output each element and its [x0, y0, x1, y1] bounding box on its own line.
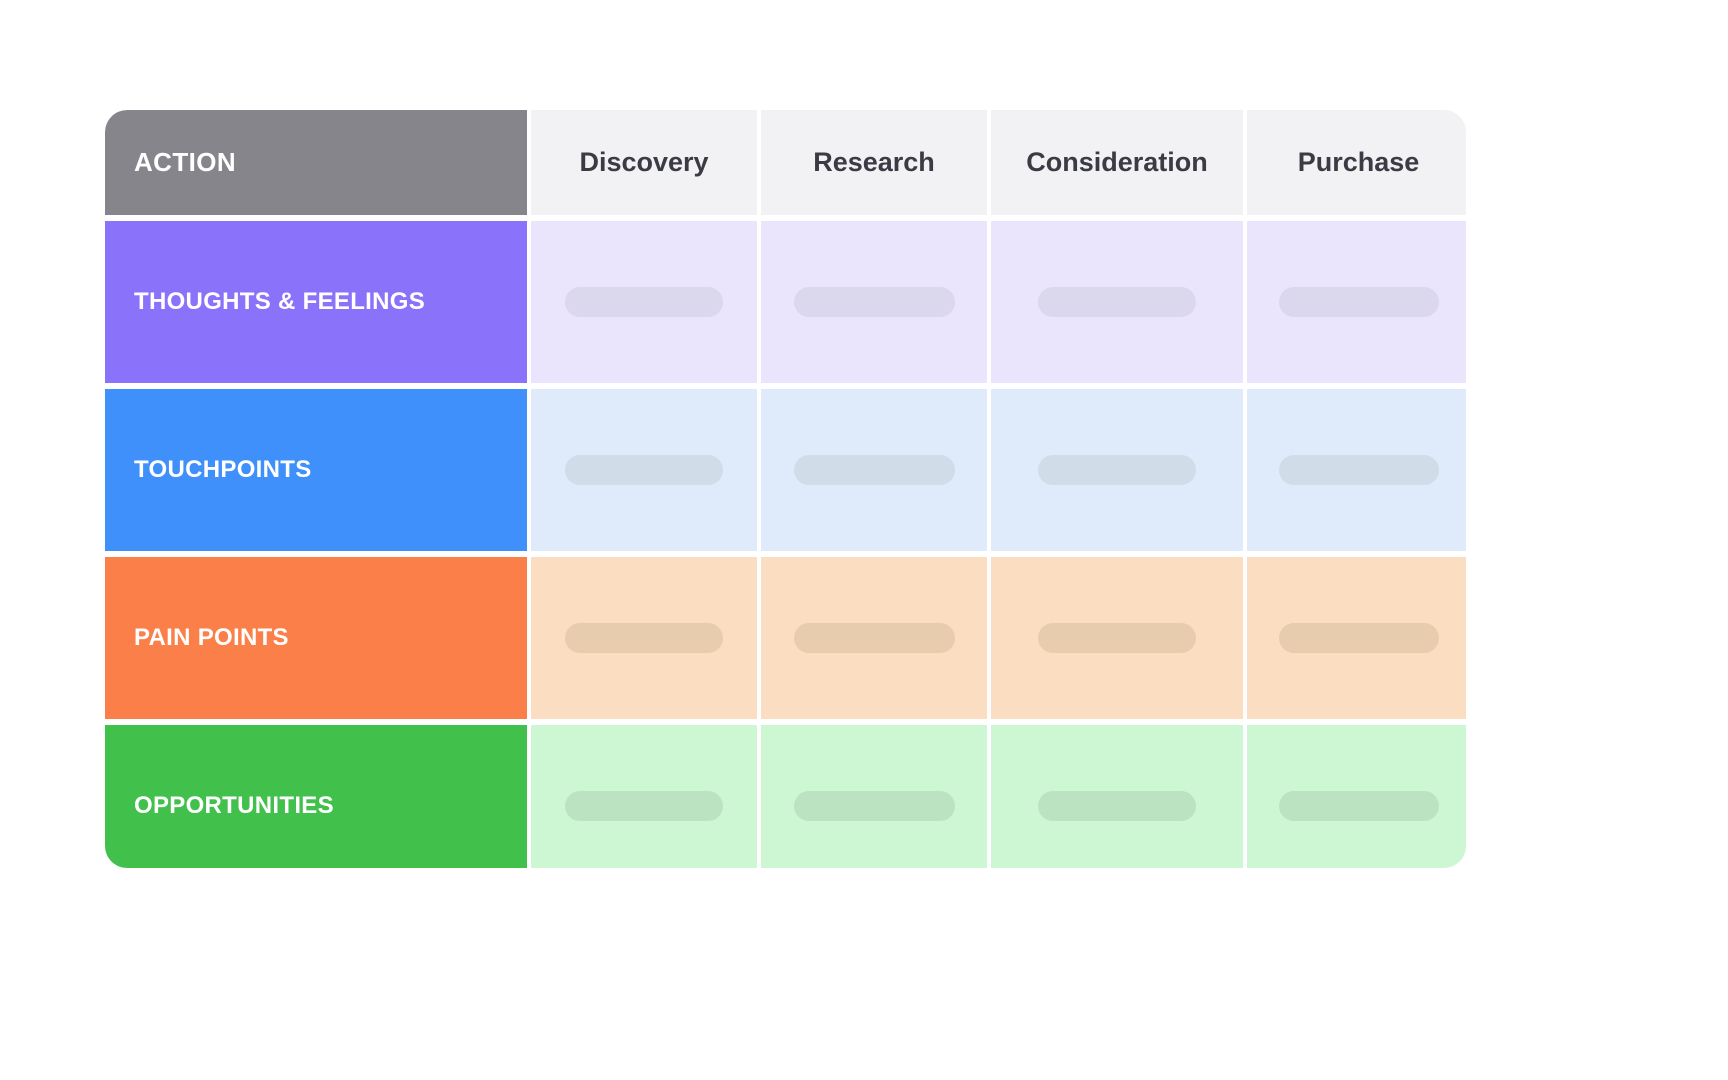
row-label-touchpoints[interactable]: TOUCHPOINTS [105, 389, 527, 551]
cell-touchpoints-consideration[interactable] [991, 389, 1243, 551]
cell-opportunities-consideration[interactable] [991, 725, 1243, 868]
stage-label-consideration: Consideration [1026, 147, 1208, 177]
placeholder-pill [793, 455, 955, 485]
placeholder-pill [1278, 455, 1439, 485]
placeholder-pill [1038, 287, 1196, 317]
placeholder-pill [793, 790, 955, 821]
cell-thoughts-discovery[interactable] [531, 221, 757, 383]
header-cell-discovery[interactable]: Discovery [531, 110, 757, 215]
placeholder-pill [1038, 455, 1196, 485]
customer-journey-map: ACTION Discovery Research Consideration … [105, 110, 1466, 868]
cell-touchpoints-purchase[interactable] [1247, 389, 1466, 551]
row-label-pain-points[interactable]: PAIN POINTS [105, 557, 527, 719]
header-cell-research[interactable]: Research [761, 110, 987, 215]
cell-thoughts-research[interactable] [761, 221, 987, 383]
placeholder-pill [1278, 287, 1439, 317]
row-label-thoughts-and-feelings[interactable]: THOUGHTS & FEELINGS [105, 221, 527, 383]
placeholder-pill [1278, 623, 1439, 653]
placeholder-pill [565, 790, 723, 821]
action-header-label: ACTION [134, 147, 237, 177]
row-label-text: PAIN POINTS [134, 624, 289, 651]
cell-painpoints-discovery[interactable] [531, 557, 757, 719]
cell-painpoints-consideration[interactable] [991, 557, 1243, 719]
stage-label-discovery: Discovery [579, 147, 709, 177]
placeholder-pill [565, 623, 723, 653]
cell-painpoints-research[interactable] [761, 557, 987, 719]
placeholder-pill [1278, 790, 1439, 821]
cell-thoughts-purchase[interactable] [1247, 221, 1466, 383]
header-cell-purchase[interactable]: Purchase [1247, 110, 1466, 215]
placeholder-pill [793, 287, 955, 317]
placeholder-pill [1038, 790, 1196, 821]
row-label-opportunities[interactable]: OPPORTUNITIES [105, 725, 527, 868]
cell-thoughts-consideration[interactable] [991, 221, 1243, 383]
cell-painpoints-purchase[interactable] [1247, 557, 1466, 719]
placeholder-pill [1038, 623, 1196, 653]
row-label-text: TOUCHPOINTS [134, 456, 312, 483]
row-label-text: OPPORTUNITIES [134, 791, 334, 819]
stage-label-research: Research [813, 147, 935, 177]
placeholder-pill [565, 287, 723, 317]
cell-opportunities-research[interactable] [761, 725, 987, 868]
cell-touchpoints-research[interactable] [761, 389, 987, 551]
header-cell-consideration[interactable]: Consideration [991, 110, 1243, 215]
cell-touchpoints-discovery[interactable] [531, 389, 757, 551]
cell-opportunities-purchase[interactable] [1247, 725, 1466, 868]
stage-label-purchase: Purchase [1297, 147, 1420, 177]
placeholder-pill [565, 455, 723, 485]
placeholder-pill [793, 623, 955, 653]
header-cell-action: ACTION [105, 110, 527, 215]
cell-opportunities-discovery[interactable] [531, 725, 757, 868]
journey-map-grid: ACTION Discovery Research Consideration … [105, 110, 1466, 868]
row-label-text: THOUGHTS & FEELINGS [134, 288, 426, 315]
